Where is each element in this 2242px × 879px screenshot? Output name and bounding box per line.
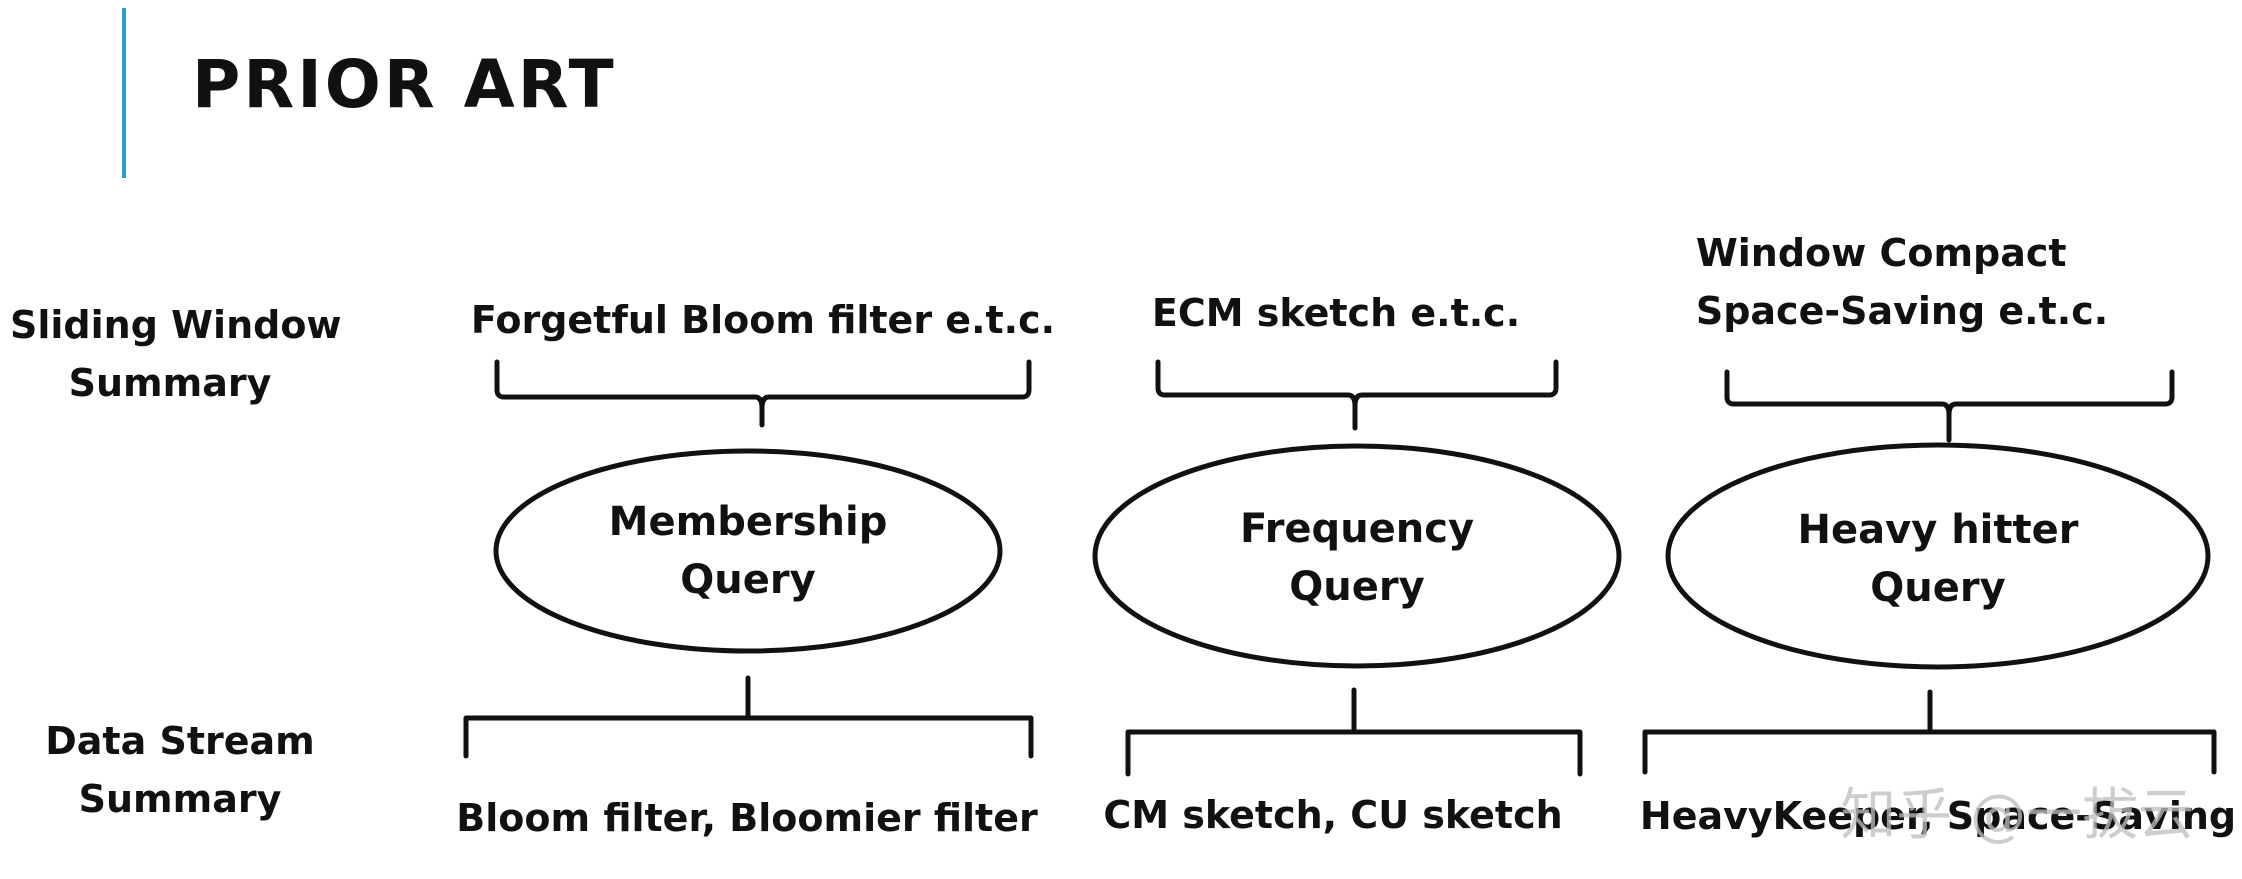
data-stream-examples-membership: Bloom filter, Bloomier filter bbox=[456, 796, 1038, 840]
sliding-window-brace-heavy-hitter bbox=[1724, 369, 2175, 443]
data-stream-bracket-frequency bbox=[1125, 687, 1583, 777]
slide-title: PRIOR ART bbox=[192, 46, 617, 123]
membership-query-ellipse bbox=[493, 448, 1003, 654]
ellipse-line: Heavy hitter bbox=[1797, 507, 2079, 553]
heavy-hitter-query-label: Heavy hitter Query bbox=[1798, 501, 2079, 617]
ellipse-line: Query bbox=[1870, 565, 2006, 611]
frequency-query-ellipse bbox=[1092, 443, 1622, 669]
sliding-window-examples-heavy-hitter: Window Compact Space-Saving e.t.c. bbox=[1696, 224, 2108, 340]
row-label-sliding-window: Sliding Window Summary bbox=[10, 296, 342, 412]
title-accent-bar bbox=[122, 8, 126, 178]
sliding-window-brace-frequency bbox=[1155, 359, 1559, 431]
heavy-hitter-query-ellipse bbox=[1665, 442, 2211, 670]
row-label-data-stream: Data Stream Summary bbox=[30, 712, 330, 828]
ellipse-line: Membership bbox=[608, 499, 888, 545]
data-stream-bracket-heavy-hitter bbox=[1642, 689, 2217, 775]
watermark: 知乎 @一拔云 bbox=[1840, 783, 2194, 848]
data-stream-examples-frequency: CM sketch, CU sketch bbox=[1103, 793, 1563, 837]
row-label-line: Summary bbox=[68, 361, 272, 405]
row-label-line: Data Stream bbox=[45, 719, 315, 763]
ellipse-line: Frequency bbox=[1239, 506, 1475, 552]
examples-line: Space-Saving e.t.c. bbox=[1695, 289, 2109, 333]
frequency-query-label: Frequency Query bbox=[1240, 500, 1474, 616]
data-stream-examples-heavy-hitter: HeavyKeeper, Space-Saving bbox=[1639, 794, 2237, 838]
row-label-line: Sliding Window bbox=[10, 303, 342, 347]
sliding-window-examples-frequency: ECM sketch e.t.c. bbox=[1152, 284, 1520, 342]
examples-line: ECM sketch e.t.c. bbox=[1151, 291, 1521, 335]
examples-line: Window Compact bbox=[1695, 231, 2067, 275]
membership-query-label: Membership Query bbox=[609, 493, 888, 609]
ellipse-line: Query bbox=[1289, 564, 1425, 610]
sliding-window-examples-membership: Forgetful Bloom filter e.t.c. bbox=[471, 291, 1055, 349]
row-label-line: Summary bbox=[78, 777, 282, 821]
examples-line: Forgetful Bloom filter e.t.c. bbox=[470, 298, 1056, 342]
sliding-window-brace-membership bbox=[494, 359, 1032, 428]
ellipse-line: Query bbox=[680, 557, 816, 603]
data-stream-bracket-membership bbox=[463, 675, 1034, 759]
